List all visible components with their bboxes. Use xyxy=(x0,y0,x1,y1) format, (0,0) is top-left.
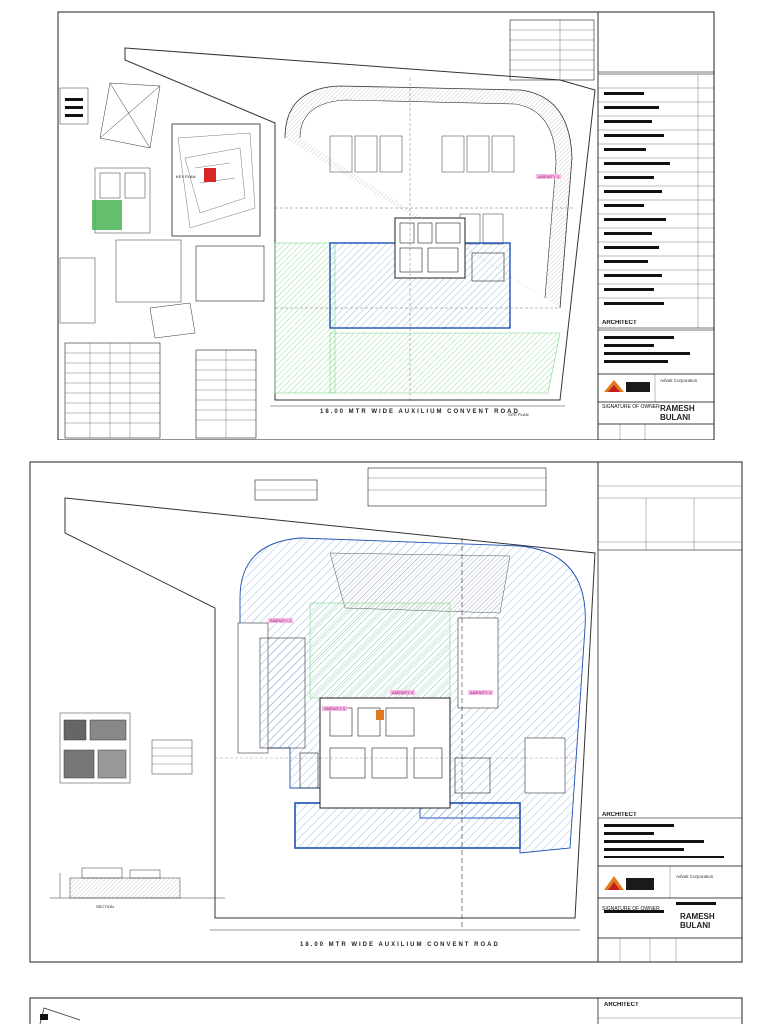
title-block-heading: ARCHITECT xyxy=(602,320,637,326)
site-plan-label: SITE PLAN xyxy=(508,412,529,417)
site-plan-drawing-2 xyxy=(29,461,743,963)
amenity-label: AMENITY 1 xyxy=(536,174,562,179)
amenity-label: AMENITY 5 xyxy=(322,706,348,711)
drawing-sheet-1: ARCHITECT Advait Corporation SIGNATURE O… xyxy=(0,8,768,440)
owner-name: RAMESH BULANI xyxy=(660,404,695,422)
amenity-label: AMENITY 4 xyxy=(468,690,494,695)
road-label: 18.00 MTR WIDE AUXILIUM CONVENT ROAD xyxy=(300,942,500,948)
owner-signature-label: SIGNATURE OF OWNER xyxy=(602,906,660,912)
road-label: 18.00 MTR WIDE AUXILIUM CONVENT ROAD xyxy=(320,409,520,415)
company-name: Advait Corporation xyxy=(676,874,714,879)
section-label: SECTION xyxy=(96,904,114,909)
title-block-heading: ARCHITECT xyxy=(604,1002,639,1008)
key-plan-label: KEY PLAN xyxy=(176,174,196,179)
title-block-heading: ARCHITECT xyxy=(602,812,637,818)
site-plan-drawing-1 xyxy=(57,11,715,440)
amenity-label: AMENITY 3 xyxy=(390,690,416,695)
drawing-sheet-2: ARCHITECT Advait Corporation SIGNATURE O… xyxy=(0,458,768,964)
owner-signature-label: SIGNATURE OF OWNER xyxy=(602,404,660,410)
drawing-sheet-3: ARCHITECT xyxy=(0,996,768,1024)
amenity-label: AMENITY 2 xyxy=(268,618,294,623)
owner-name: RAMESH BULANI xyxy=(680,912,715,930)
site-plan-drawing-3 xyxy=(29,997,743,1024)
company-name: Advait Corporation xyxy=(660,378,698,383)
